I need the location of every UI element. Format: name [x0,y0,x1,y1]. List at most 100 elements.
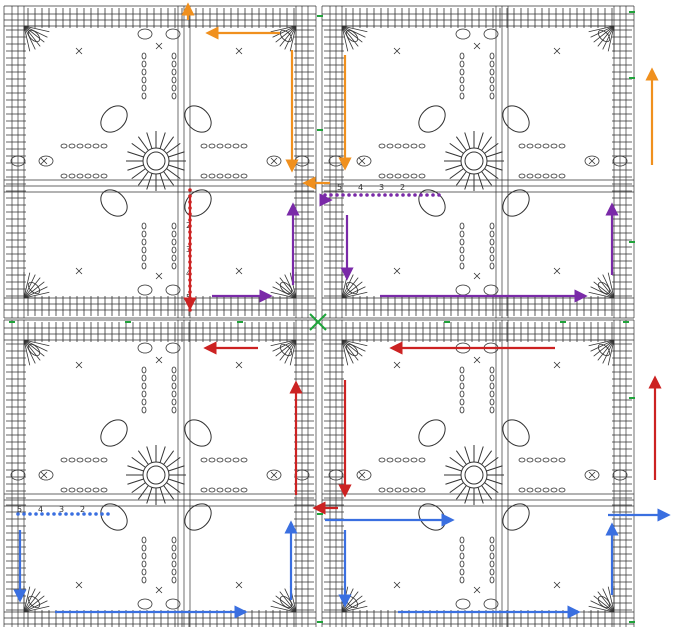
chain-oval [550,143,558,149]
double-crochet-t [275,595,297,613]
double-crochet-t [146,487,153,504]
chain-oval [489,68,495,76]
chain-oval [171,246,177,254]
chain-oval [171,238,177,246]
granny-square-4 [321,319,635,627]
granny-square-1 [3,5,317,319]
double-crochet-t [270,339,297,347]
chain-oval [489,390,495,398]
double-crochet-t [23,600,48,613]
chain-oval [68,457,76,463]
chain-oval [216,143,224,149]
single-crochet-rows [358,356,596,594]
stitch-grid [3,319,317,627]
chain-oval [534,173,542,179]
corner-fan [23,25,50,52]
chain-oval [386,487,394,493]
red-join-stitch [188,206,192,210]
double-crochet-t [23,274,36,299]
double-crochet-t [602,588,615,613]
double-crochet-t [23,339,45,357]
single-crochet-x [155,586,163,594]
chain-oval [171,60,177,68]
double-crochet-t [289,272,297,299]
double-crochet-t [449,168,464,180]
chain-oval [141,406,147,414]
chain-oval [184,503,212,531]
double-crochet-t [590,286,615,299]
double-crochet-t [481,485,493,500]
single-crochet-x [235,581,243,589]
chain-oval [550,457,558,463]
single-crochet-x [473,42,481,50]
chain-oval [459,576,465,584]
blue-join-stitch [34,512,38,516]
chain-oval [232,143,240,149]
chain-oval [141,576,147,584]
double-crochet-t [272,339,297,352]
double-crochet-t [341,25,363,43]
double-crochet-t [23,277,41,299]
double-crochet-t [341,339,366,352]
chain-oval [141,544,147,552]
chain-oval [418,105,446,133]
single-crochet-x [393,47,401,55]
chain-oval [459,560,465,568]
blue-join-stitch [106,512,110,516]
chain-oval [597,281,611,295]
chain-oval [489,76,495,84]
chain-oval [184,105,212,133]
double-crochet-t [146,446,153,463]
red-join-stitch [188,230,192,234]
chain-oval [489,552,495,560]
single-crochet-x [358,157,366,165]
chain-oval [141,382,147,390]
chain-oval [76,173,84,179]
double-crochet-t [593,595,615,613]
double-crochet-t [477,446,484,463]
chain-oval [459,246,465,254]
double-crochet-t [607,339,615,366]
chain-oval [224,457,232,463]
single-crochet-x [553,47,561,55]
purple-join-stitch [401,193,405,197]
double-crochet-t [163,485,175,500]
chain-oval [489,92,495,100]
chain-oval [200,487,208,493]
chain-oval [232,487,240,493]
chain-oval [27,343,41,357]
double-crochet-t [607,272,615,299]
single-crochet-x [393,581,401,589]
corner-fan [341,339,368,366]
granny-squares-layer [3,5,635,627]
chain-oval [141,84,147,92]
chain-oval [328,469,344,481]
center-motif [418,419,530,531]
single-crochet-rows [358,42,596,280]
double-crochet-t [341,25,354,50]
chain-oval [266,469,282,481]
chain-oval [489,374,495,382]
double-crochet-t [289,25,297,52]
chain-oval [60,143,68,149]
chain-oval [459,390,465,398]
chain-oval [489,536,495,544]
single-crochet-x [588,471,596,479]
stitch-grid [321,319,635,627]
chain-oval [518,173,526,179]
chain-oval [208,487,216,493]
red-join-stitch [188,212,192,216]
chain-oval [378,143,386,149]
purple-join-stitch [353,193,357,197]
double-crochet-t [341,281,363,299]
chain-oval [378,173,386,179]
chain-oval [597,343,611,357]
blue-join-stitch [70,512,74,516]
double-crochet-t [23,339,48,352]
chain-oval [141,92,147,100]
chain-oval [171,374,177,382]
chain-oval [418,487,426,493]
chain-oval [171,254,177,262]
direction-arrows-layer [13,2,671,619]
double-crochet-t [481,136,493,151]
